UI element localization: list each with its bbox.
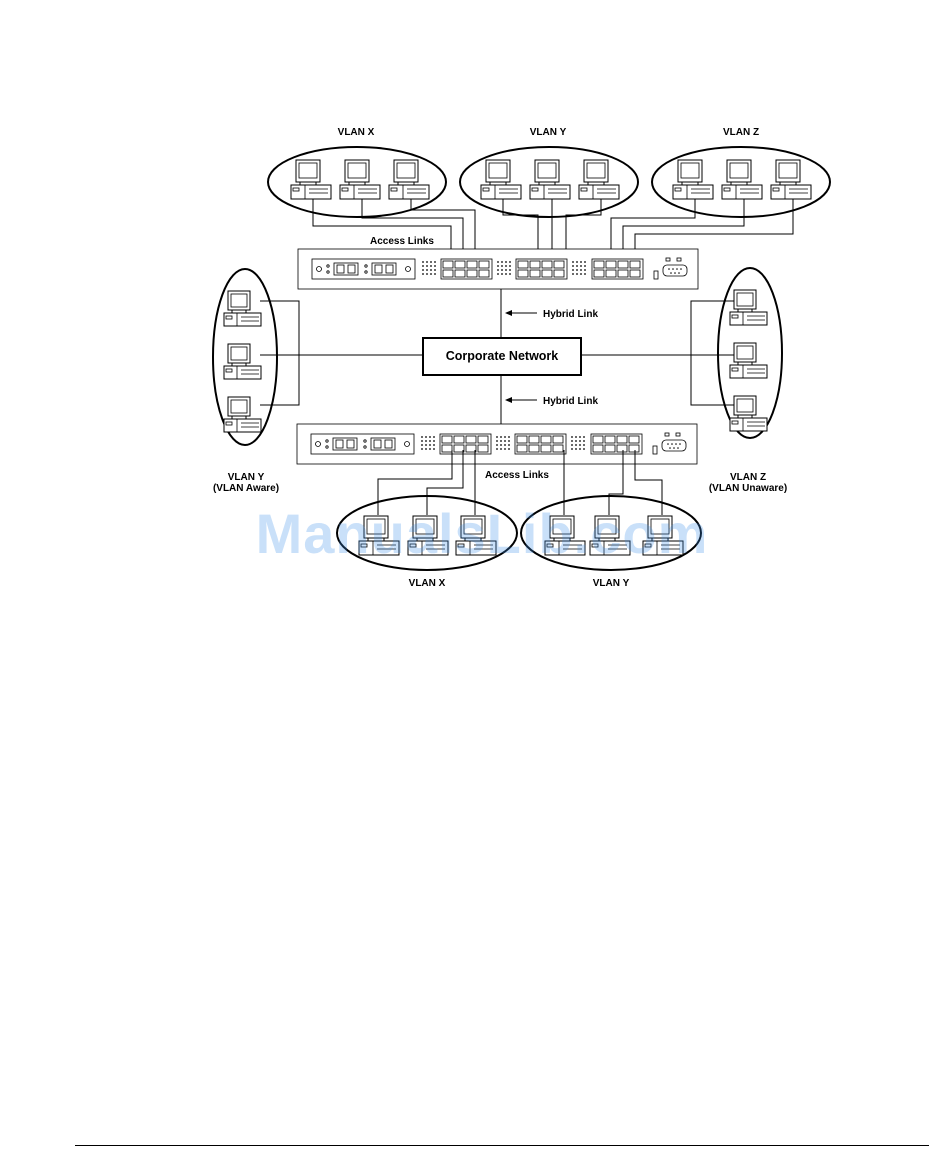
computer-icon [730, 290, 767, 325]
computer-icon [771, 160, 811, 199]
computer-icon [730, 343, 767, 378]
vlan-z-top-label: VLAN Z [723, 127, 759, 138]
computer-icon [291, 160, 331, 199]
vlan-y-top-label: VLAN Y [530, 127, 567, 138]
access-links-top-label: Access Links [370, 236, 434, 247]
computer-icon [224, 397, 261, 432]
vlan-y-bottom-label: VLAN Y [593, 578, 630, 589]
access-links-bottom-label: Access Links [485, 470, 549, 481]
watermark: ManualsLib.com [256, 502, 709, 565]
top-switch [298, 249, 698, 289]
vlan-y-aware-label-line2: (VLAN Aware) [213, 483, 279, 494]
corporate-network-label: Corporate Network [446, 349, 559, 363]
computer-icon [579, 160, 619, 199]
computer-icon [224, 291, 261, 326]
computer-icon [722, 160, 762, 199]
computer-icon [730, 396, 767, 431]
computer-icon [340, 160, 380, 199]
vlan-z-unaware-label-line1: VLAN Z [730, 472, 766, 483]
hybrid-link-top-label: Hybrid Link [543, 309, 598, 320]
footer-rule [75, 1145, 929, 1146]
right-group-wiring [581, 301, 734, 405]
bottom-switch [297, 424, 697, 464]
vlan-x-bottom-label: VLAN X [409, 578, 446, 589]
computer-icon [673, 160, 713, 199]
vlan-z-unaware-label-line2: (VLAN Unaware) [709, 483, 787, 494]
computer-icon [224, 344, 261, 379]
hybrid-link-bottom-label: Hybrid Link [543, 396, 598, 407]
computer-icon [481, 160, 521, 199]
vlan-y-aware-label-line1: VLAN Y [228, 472, 265, 483]
computer-icon [530, 160, 570, 199]
vlan-x-top-label: VLAN X [338, 127, 375, 138]
left-group-wiring [260, 301, 423, 405]
computer-icon [389, 160, 429, 199]
